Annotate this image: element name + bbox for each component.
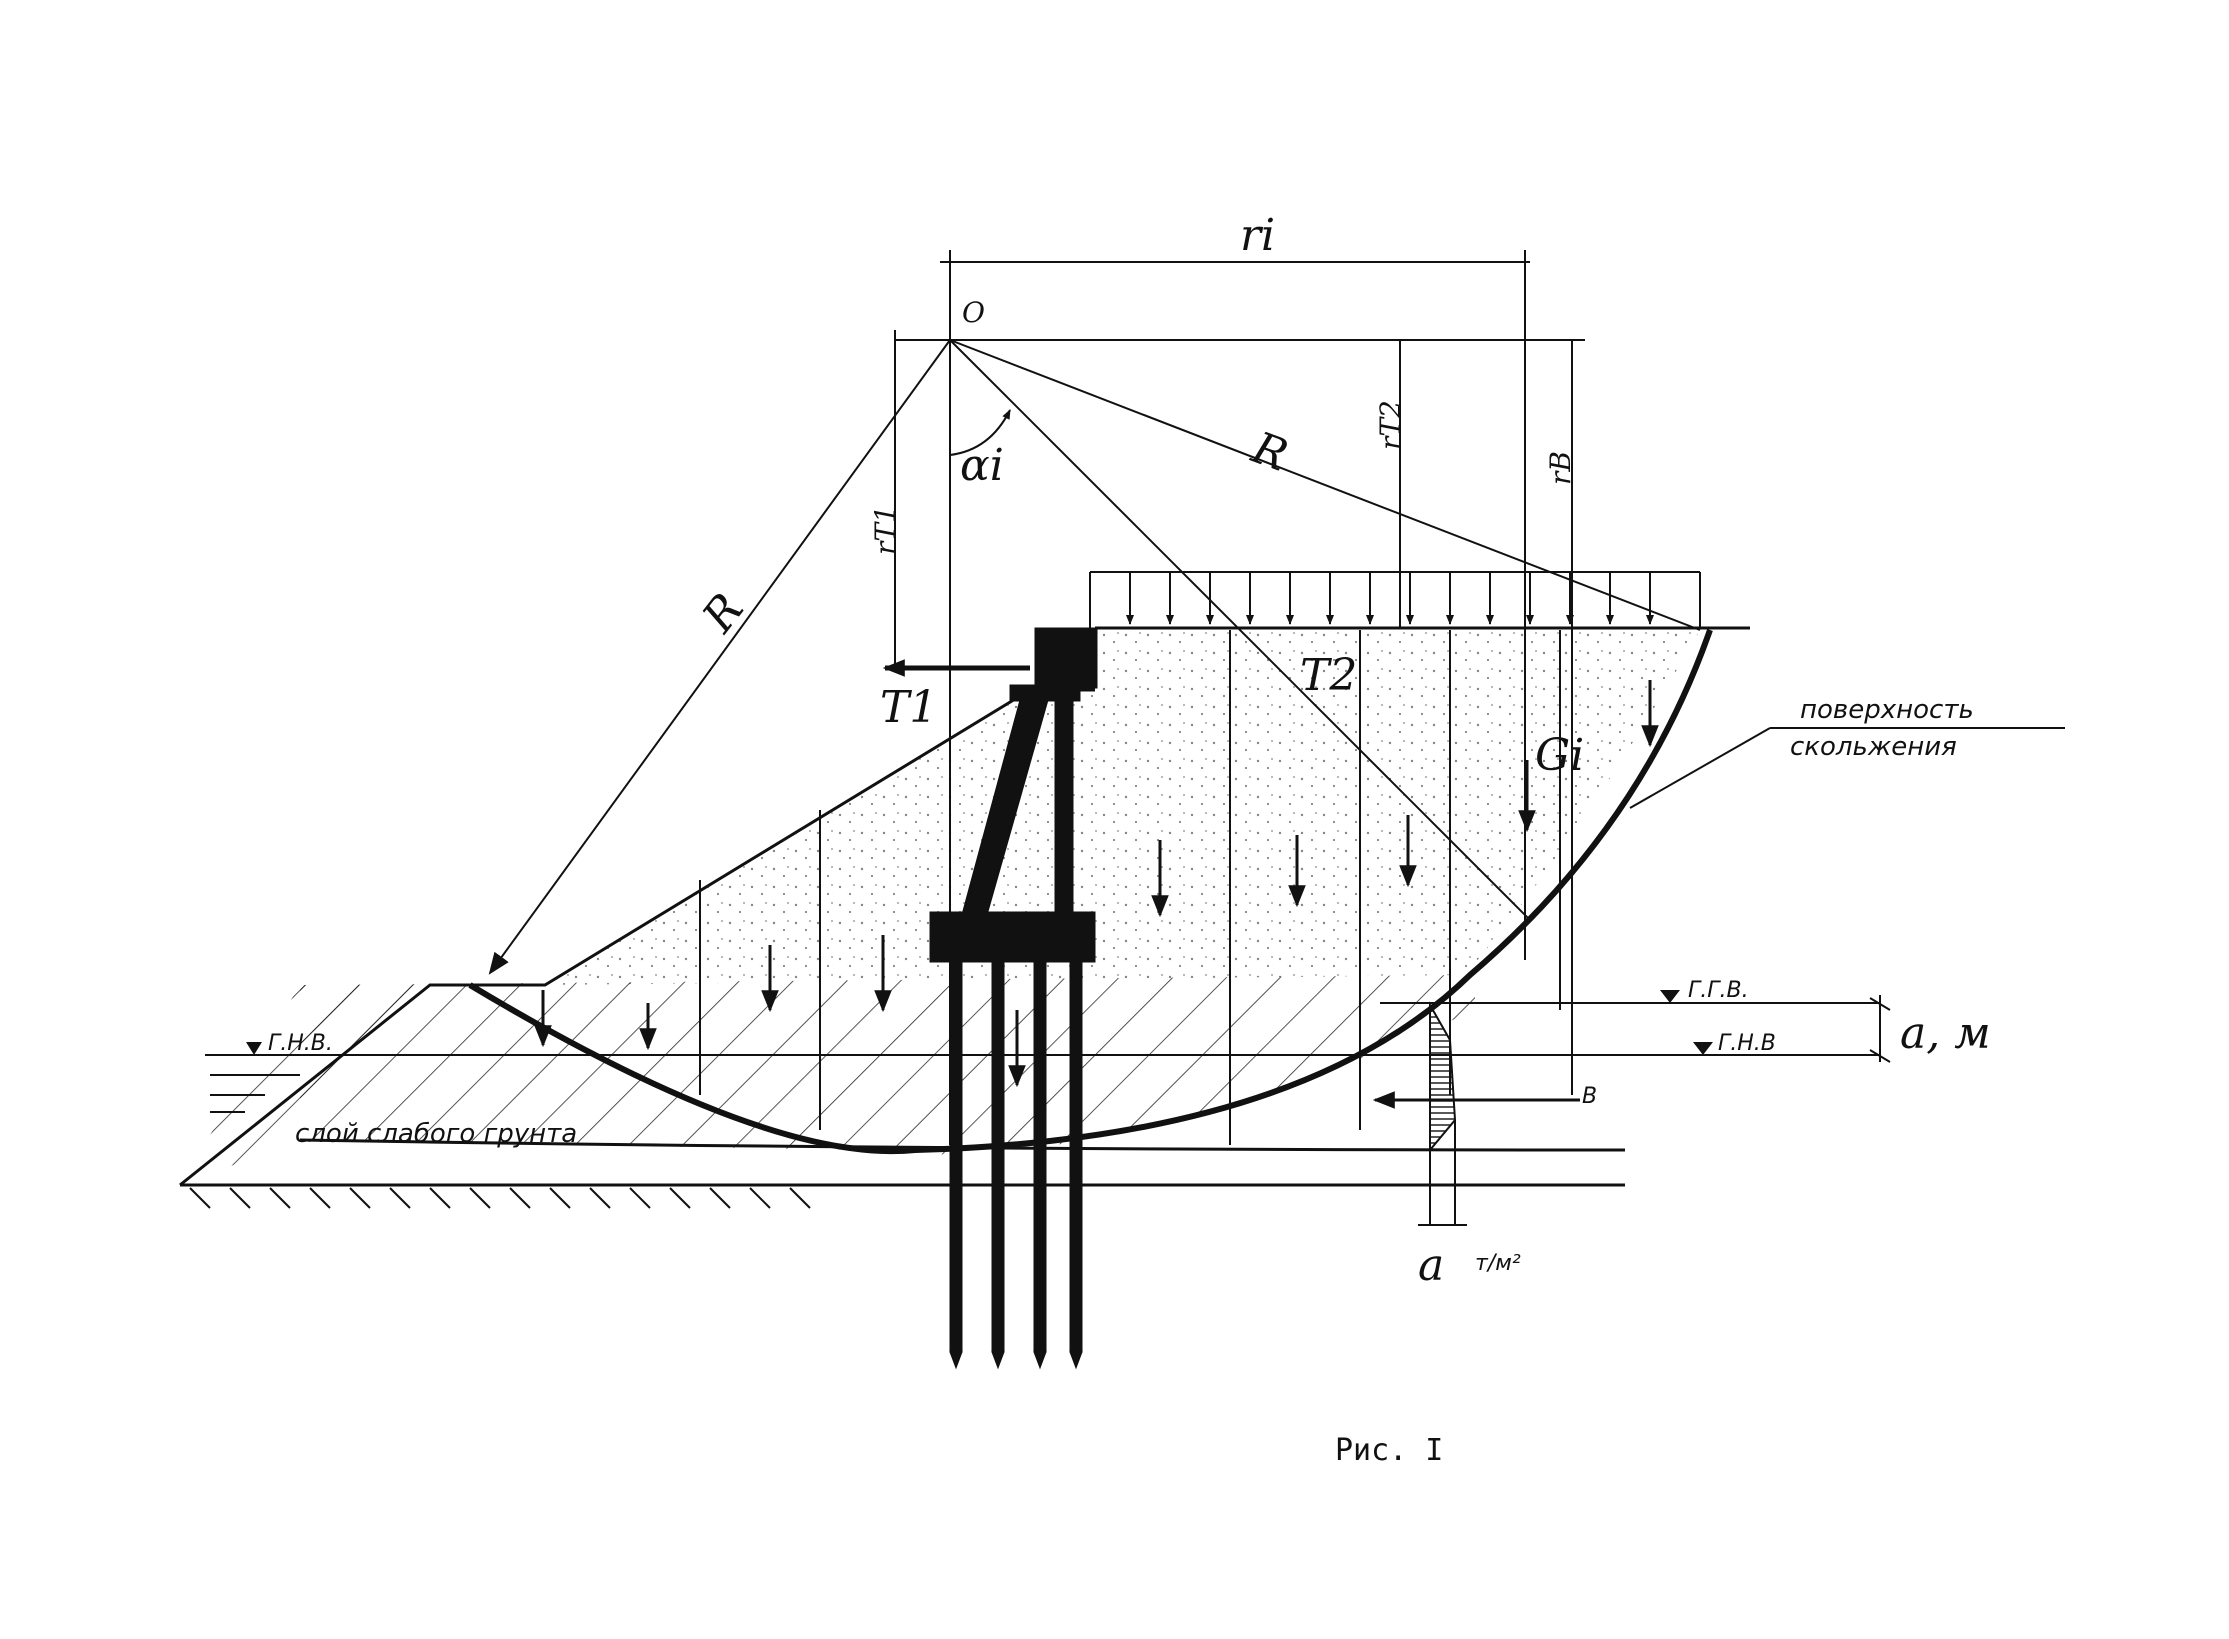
- gi-label: Gi: [1535, 730, 1584, 781]
- t1-label: T1: [880, 682, 937, 733]
- radius-right-label: R: [1245, 422, 1295, 482]
- sliding-surface-leader: [1629, 727, 2065, 809]
- top-cap: [1034, 627, 1098, 689]
- pressure-a-label: a: [1418, 1240, 1444, 1291]
- angle-label: αi: [960, 440, 1004, 491]
- low-water-label: Г.Н.В: [1718, 1031, 1776, 1056]
- top-beam: [1009, 684, 1081, 702]
- dimension-a: [1869, 995, 1891, 1063]
- high-water-label: Г.Г.В.: [1688, 978, 1749, 1003]
- sand-fill: [545, 630, 1700, 985]
- slice-weight-arrows: [534, 680, 1659, 1088]
- pile-1: [949, 961, 963, 1353]
- angle-arc: [949, 409, 1011, 456]
- retaining-structure: [929, 627, 1098, 1370]
- pile-3: [1033, 961, 1047, 1353]
- rt2-label: rT2: [1374, 400, 1407, 450]
- construction-lines: [488, 250, 1701, 1095]
- pile-4: [1069, 961, 1083, 1353]
- figure-caption: Рис. I: [1335, 1433, 1443, 1468]
- radius-slice: [949, 339, 1531, 921]
- radius-left: [488, 339, 951, 975]
- sliding-surface-arc: [468, 629, 1713, 1155]
- center-label: O: [962, 296, 985, 329]
- distributed-load: [1089, 571, 1701, 628]
- radius-left-label: R: [692, 584, 753, 642]
- rb-label: rB: [1544, 451, 1577, 485]
- vertical-strut: [1054, 699, 1074, 923]
- low-water-left-label: Г.Н.В.: [268, 1031, 333, 1056]
- weak-soil-hatch: [300, 975, 1475, 1155]
- rt1-label: rT1: [869, 505, 902, 555]
- ri-label: ri: [1240, 210, 1275, 261]
- pressure-unit-label: т/м²: [1475, 1251, 1521, 1276]
- sliding-surface-label-2: скольжения: [1790, 732, 1957, 762]
- pressure-diagram: [1372, 1001, 1580, 1226]
- pile-cap: [929, 911, 1096, 963]
- ground-hatch-ticks: [189, 1187, 811, 1209]
- dim-a-label: a, м: [1900, 1008, 1991, 1059]
- t2-label: T2: [1300, 650, 1357, 701]
- point-b-label: B: [1582, 1084, 1597, 1109]
- weak-soil-label: слой слабого грунта: [295, 1119, 577, 1149]
- sliding-surface-label-1: поверхность: [1800, 695, 1974, 725]
- weak-soil-hatch-left: [180, 985, 430, 1185]
- radius-right: [949, 339, 1701, 631]
- water-markers: [246, 990, 1713, 1055]
- pile-2: [991, 961, 1005, 1353]
